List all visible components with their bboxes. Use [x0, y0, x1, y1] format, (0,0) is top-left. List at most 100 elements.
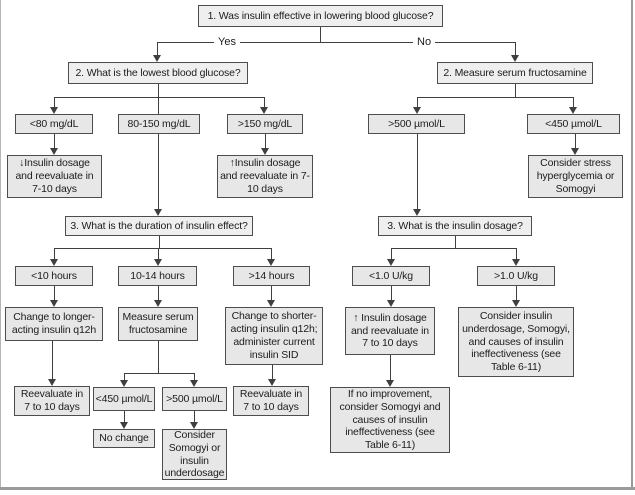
- increase-dosage-box: ↑ Insulin dosage and reevaluate in 7 to …: [345, 307, 435, 355]
- arrowhead-icon: [413, 107, 421, 114]
- arrowhead-icon: [154, 300, 162, 307]
- stress-hyperglycemia-box: Consider stress hyperglycemia or Somogyi: [528, 155, 623, 198]
- arrowhead-icon: [120, 380, 128, 387]
- arrowhead-icon: [267, 259, 275, 266]
- connector: [158, 134, 159, 209]
- connector: [417, 97, 418, 107]
- fructosamine-under-450-box: <450 µmol/L: [527, 114, 620, 134]
- left-border: [0, 0, 1, 490]
- arrowhead-icon: [261, 148, 269, 155]
- connector: [391, 286, 392, 300]
- connector: [575, 134, 576, 148]
- connector: [52, 341, 53, 379]
- somogyi-underdosage-box: Consider Somogyi or insulin underdosage: [162, 429, 227, 480]
- measure-fructosamine-2-box: Measure serum fructosamine: [118, 307, 198, 341]
- arrowhead-icon: [569, 107, 577, 114]
- connector: [124, 373, 194, 374]
- no-branch-label: No: [413, 36, 436, 49]
- connector: [158, 97, 159, 114]
- arrowhead-icon: [154, 259, 162, 266]
- connector: [417, 97, 573, 98]
- connector: [54, 134, 55, 148]
- arrowhead-icon: [50, 107, 58, 114]
- connector: [390, 355, 391, 380]
- connector: [516, 286, 517, 300]
- fructosamine2-over-500-box: >500 µmol/L: [162, 387, 227, 411]
- connector: [54, 286, 55, 300]
- connector: [271, 286, 272, 300]
- connector: [417, 134, 418, 209]
- arrowhead-icon: [50, 259, 58, 266]
- connector: [573, 97, 574, 107]
- arrowhead-icon: [153, 55, 161, 62]
- longer-acting-box: Change to longer-acting insulin q12h: [5, 307, 103, 341]
- connector: [320, 27, 321, 42]
- connector: [515, 42, 516, 55]
- arrowhead-icon: [268, 379, 276, 386]
- duration-question-box: 3. What is the duration of insulin effec…: [65, 216, 253, 236]
- connector: [159, 236, 160, 248]
- measure-fructosamine-box: 2. Measure serum fructosamine: [437, 62, 593, 84]
- decrease-insulin-box: ↓Insulin dosage and reevaluate in 7-10 d…: [7, 155, 102, 198]
- arrowhead-icon: [571, 148, 579, 155]
- bg-under-80-box: <80 mg/dL: [15, 114, 93, 134]
- under-1-ukg-box: <1.0 U/kg: [352, 266, 430, 286]
- connector: [265, 134, 266, 148]
- connector: [455, 236, 456, 248]
- reevaluate-left-box: Reevaluate in 7 to 10 days: [14, 386, 90, 416]
- no-improvement-box: If no improvement, consider Somogyi and …: [330, 387, 450, 453]
- connector: [54, 97, 265, 98]
- connector: [158, 84, 159, 97]
- connector: [157, 42, 516, 43]
- over-1-ukg-box: >1.0 U/kg: [477, 266, 555, 286]
- arrowhead-icon: [387, 259, 395, 266]
- arrowhead-icon: [512, 300, 520, 307]
- arrowhead-icon: [50, 300, 58, 307]
- over-14-hours-box: >14 hours: [233, 266, 310, 286]
- arrowhead-icon: [154, 209, 162, 216]
- arrowhead-icon: [512, 259, 520, 266]
- connector: [54, 248, 55, 259]
- connector: [271, 248, 272, 259]
- no-change-box: No change: [93, 429, 155, 448]
- under-10-hours-box: <10 hours: [15, 266, 93, 286]
- arrowhead-icon: [386, 380, 394, 387]
- connector: [391, 248, 516, 249]
- arrowhead-icon: [120, 422, 128, 429]
- connector: [54, 248, 271, 249]
- connector: [54, 97, 55, 107]
- fructosamine-over-500-box: >500 µmol/L: [368, 114, 465, 134]
- bg-over-150-box: >150 mg/dL: [227, 114, 303, 134]
- connector: [515, 84, 516, 97]
- shorter-acting-box: Change to shorter-acting insulin q12h; a…: [225, 307, 323, 365]
- connector: [158, 248, 159, 259]
- connector: [194, 373, 195, 380]
- connector: [158, 286, 159, 300]
- connector: [158, 341, 159, 373]
- yes-branch-label: Yes: [214, 36, 240, 49]
- arrowhead-icon: [48, 379, 56, 386]
- connector: [272, 365, 273, 379]
- arrowhead-icon: [190, 380, 198, 387]
- arrowhead-icon: [267, 300, 275, 307]
- connector: [516, 248, 517, 259]
- arrowhead-icon: [190, 422, 198, 429]
- arrowhead-icon: [260, 107, 268, 114]
- arrowhead-icon: [413, 209, 421, 216]
- connector: [124, 411, 125, 422]
- dosage-question-box: 3. What is the insulin dosage?: [378, 216, 532, 236]
- bottom-border: [0, 487, 635, 490]
- arrowhead-icon: [511, 55, 519, 62]
- fructosamine2-under-450-box: <450 µmol/L: [93, 387, 155, 411]
- connector: [124, 373, 125, 380]
- arrowhead-icon: [387, 300, 395, 307]
- connector: [194, 411, 195, 422]
- hours-10-14-box: 10-14 hours: [118, 266, 197, 286]
- reevaluate-right-box: Reevaluate in 7 to 10 days: [233, 386, 309, 416]
- lowest-bg-question-box: 2. What is the lowest blood glucose?: [68, 62, 248, 84]
- insulin-underdosage-box: Consider insulin underdosage, Somogyi, a…: [458, 307, 574, 377]
- bg-80-150-box: 80-150 mg/dL: [118, 114, 200, 134]
- connector: [264, 97, 265, 107]
- q1-box: 1. Was insulin effective in lowering blo…: [198, 5, 443, 27]
